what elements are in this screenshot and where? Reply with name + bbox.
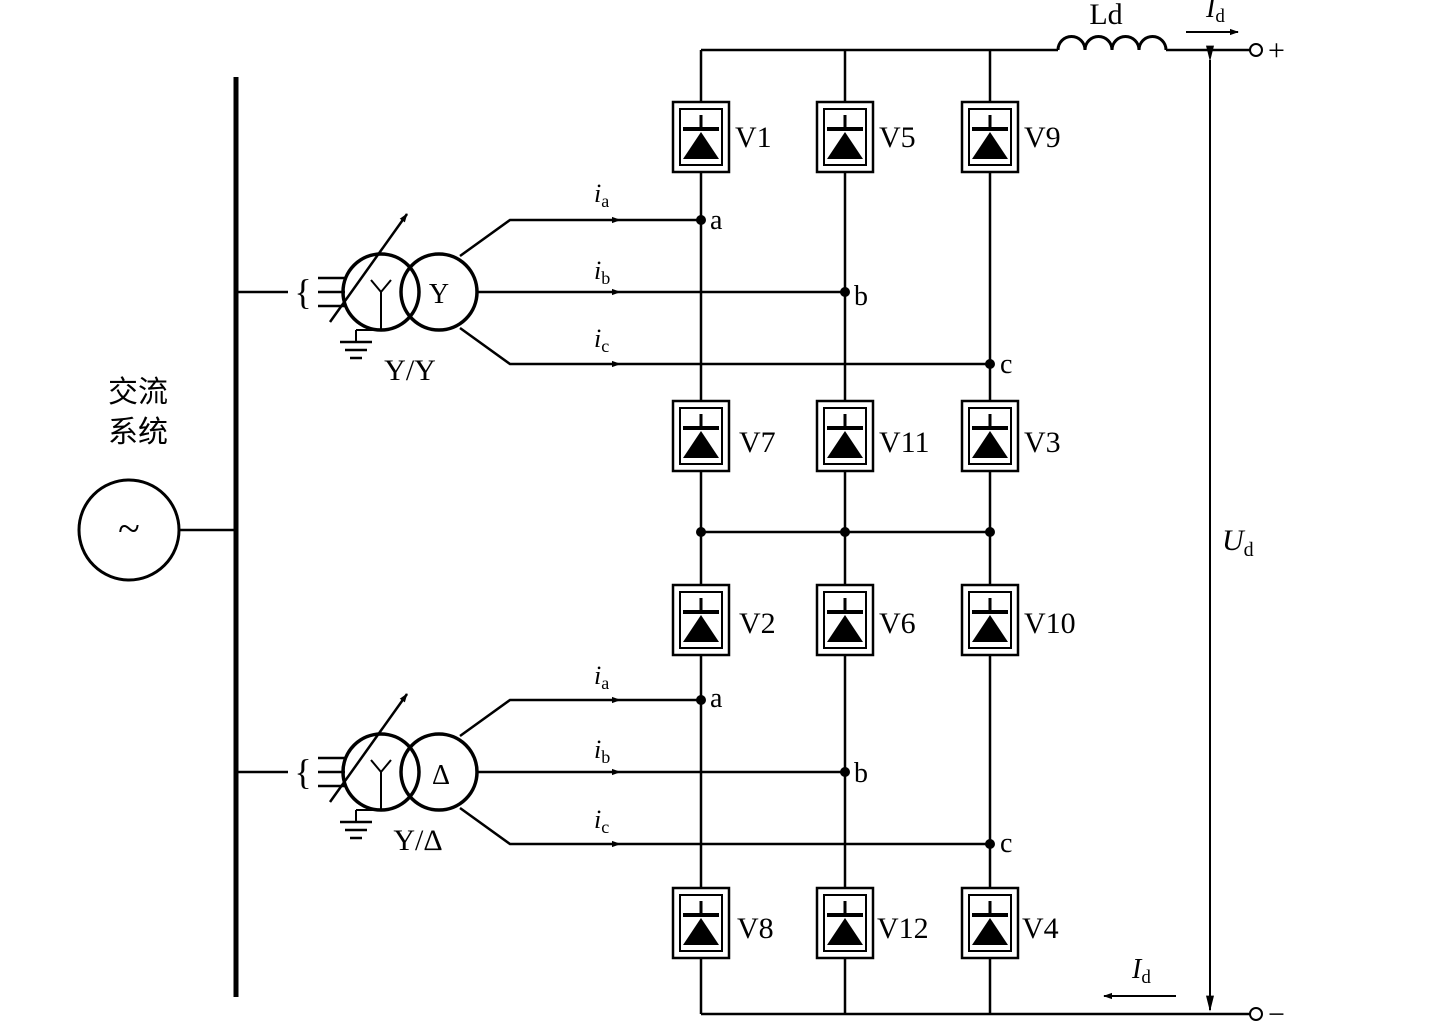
valve-v10 bbox=[960, 583, 1020, 657]
upper-node-c bbox=[985, 359, 995, 369]
lower-node-b bbox=[840, 767, 850, 777]
dc-current-label-bottom: Id bbox=[1131, 954, 1151, 988]
negative-terminal bbox=[1249, 1007, 1263, 1021]
upper-transformer-brace: { bbox=[294, 272, 311, 312]
upper-transformer: { Y Y/Y bbox=[294, 213, 479, 387]
upper-ground-icon bbox=[340, 340, 372, 360]
lower-connection-label: Y/Δ bbox=[393, 824, 442, 857]
dc-current-label-top: Id bbox=[1205, 0, 1225, 27]
upper-phase-c-line bbox=[459, 326, 990, 366]
positive-terminal-label: + bbox=[1268, 34, 1285, 67]
valve-label-v12: V12 bbox=[877, 912, 929, 945]
midpoint-node-1 bbox=[696, 527, 706, 537]
valve-label-v7: V7 bbox=[739, 426, 776, 459]
dc-voltage-label: Ud bbox=[1222, 524, 1254, 561]
upper-node-a bbox=[696, 215, 706, 225]
valve-label-v11: V11 bbox=[879, 426, 930, 459]
lower-phase-c-line bbox=[459, 806, 990, 846]
valve-label-v8: V8 bbox=[737, 912, 774, 945]
valve-v5 bbox=[815, 100, 875, 174]
positive-terminal bbox=[1249, 43, 1263, 57]
lower-node-a bbox=[696, 695, 706, 705]
valve-v4 bbox=[960, 886, 1020, 960]
valve-label-v3: V3 bbox=[1024, 426, 1061, 459]
lower-ground-icon bbox=[340, 820, 372, 840]
valve-v7 bbox=[671, 399, 731, 473]
smoothing-reactor-coil bbox=[1056, 35, 1168, 51]
lower-phase-a-line bbox=[459, 698, 701, 738]
valve-label-v1: V1 bbox=[735, 121, 772, 154]
upper-current-label-b: ib bbox=[594, 256, 610, 288]
valve-v11 bbox=[815, 399, 875, 473]
lower-tap-changer-arrow bbox=[328, 693, 409, 803]
lower-transformer: { Δ Y/Δ bbox=[294, 693, 479, 857]
lower-current-label-a: ia bbox=[594, 661, 609, 693]
upper-connection-label: Y/Y bbox=[384, 354, 436, 387]
valve-label-v5: V5 bbox=[879, 121, 916, 154]
lower-secondary-symbol: Δ bbox=[432, 760, 450, 791]
ac-source-symbol: ~ bbox=[118, 506, 140, 551]
upper-current-label-a: ia bbox=[594, 179, 609, 211]
negative-terminal-label: − bbox=[1268, 998, 1285, 1029]
lower-primary-star-symbol bbox=[370, 759, 392, 774]
midpoint-node-3 bbox=[985, 527, 995, 537]
valve-label-v6: V6 bbox=[879, 607, 916, 640]
lower-transformer-brace: { bbox=[294, 752, 311, 792]
ac-source: ~ bbox=[77, 478, 236, 582]
upper-node-label-a: a bbox=[710, 205, 723, 236]
lower-current-label-b: ib bbox=[594, 735, 610, 767]
ac-system-label-line1: 交流 bbox=[108, 375, 168, 410]
valve-label-v2: V2 bbox=[739, 607, 776, 640]
valve-label-v9: V9 bbox=[1024, 121, 1061, 154]
lower-node-c bbox=[985, 839, 995, 849]
lower-current-label-c: ic bbox=[594, 805, 609, 837]
valve-v8 bbox=[671, 886, 731, 960]
midpoint-node-2 bbox=[840, 527, 850, 537]
upper-current-label-c: ic bbox=[594, 324, 609, 356]
lower-node-label-c: c bbox=[1000, 828, 1012, 859]
smoothing-reactor-label: Ld bbox=[1089, 0, 1122, 31]
valve-label-v10: V10 bbox=[1024, 607, 1076, 640]
upper-tap-changer-arrow bbox=[328, 213, 409, 323]
lower-node-label-b: b bbox=[854, 758, 868, 789]
valve-v9 bbox=[960, 100, 1020, 174]
upper-primary-star-symbol bbox=[370, 279, 392, 294]
upper-phase-a-line bbox=[459, 218, 701, 258]
upper-secondary-symbol: Y bbox=[429, 279, 449, 310]
ac-system-label-line2: 系统 bbox=[108, 415, 168, 450]
valve-v2 bbox=[671, 583, 731, 657]
valve-label-v4: V4 bbox=[1022, 912, 1059, 945]
upper-node-label-c: c bbox=[1000, 349, 1012, 380]
valve-v6 bbox=[815, 583, 875, 657]
upper-node-label-b: b bbox=[854, 281, 868, 312]
valve-v3 bbox=[960, 399, 1020, 473]
valve-v12 bbox=[815, 886, 875, 960]
valve-v1 bbox=[671, 100, 731, 174]
lower-node-label-a: a bbox=[710, 683, 723, 714]
upper-node-b bbox=[840, 287, 850, 297]
